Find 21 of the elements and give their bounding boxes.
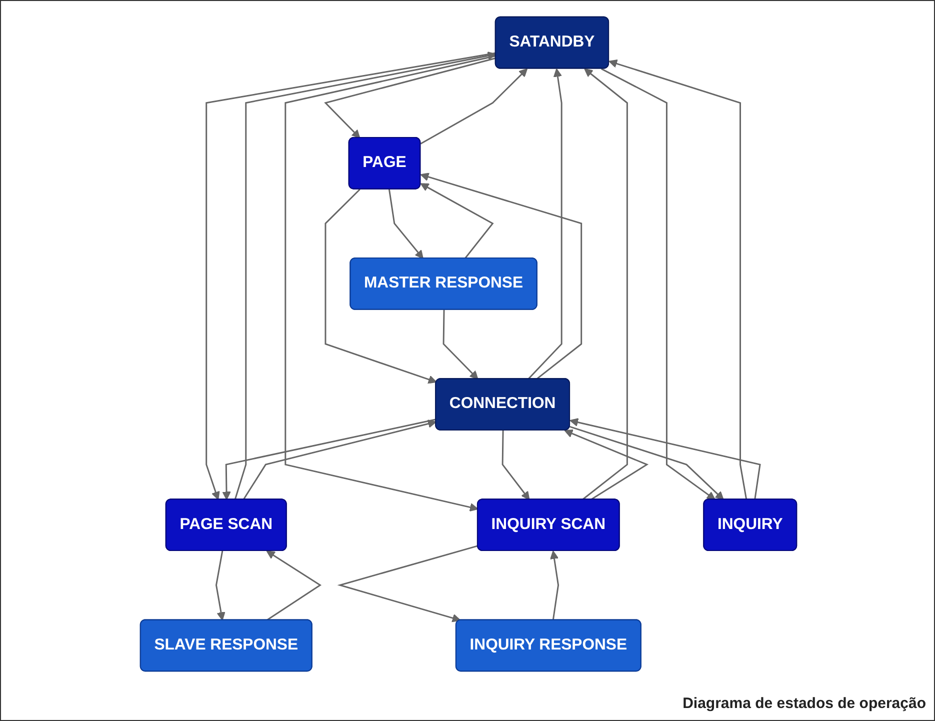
arrow <box>420 183 494 259</box>
arrow <box>564 429 649 500</box>
arrow <box>502 430 530 500</box>
arrow <box>284 55 496 512</box>
arrow <box>337 545 478 622</box>
arrow <box>570 426 724 500</box>
arrow <box>388 189 424 259</box>
arrow <box>215 550 226 621</box>
caption: Diagrama de estados de operação <box>682 695 926 712</box>
arrow <box>601 68 716 500</box>
arrow <box>324 188 437 384</box>
arrow <box>442 310 478 380</box>
arrow <box>528 68 562 380</box>
arrow <box>420 68 528 144</box>
arrow <box>420 172 582 380</box>
arrow <box>582 68 628 500</box>
arrow <box>266 550 322 621</box>
arrow <box>324 57 496 138</box>
arrow <box>550 550 560 620</box>
arrow <box>570 418 761 500</box>
arrow <box>608 59 748 500</box>
